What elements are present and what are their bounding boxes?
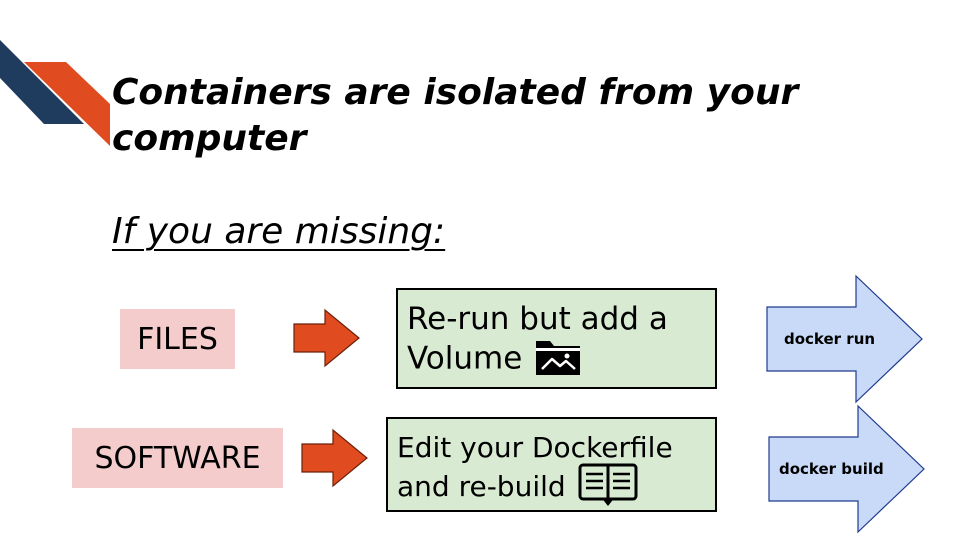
action-line: Volume bbox=[407, 340, 523, 377]
action-line: and re-build bbox=[397, 470, 566, 503]
right-arrow-icon bbox=[301, 428, 368, 488]
orange-stripe bbox=[24, 62, 110, 146]
docker-run-arrow-shape bbox=[766, 274, 923, 404]
action-line: Edit your Dockerfile bbox=[397, 431, 673, 464]
action-line-with-icon: and re-build bbox=[397, 463, 715, 510]
navy-stripe bbox=[0, 40, 84, 124]
docker-build-arrow-shape bbox=[768, 404, 925, 534]
docker-run-command: docker run bbox=[784, 330, 876, 348]
software-action-box: Edit your Dockerfile and re-build bbox=[386, 417, 717, 512]
docker-build-command: docker build bbox=[779, 460, 884, 478]
action-line: Re-run but add a bbox=[407, 301, 668, 337]
slide-title: Containers are isolated from your comput… bbox=[112, 72, 799, 159]
files-action-box: Re-run but add a Volume bbox=[396, 288, 717, 389]
corner-stripes-decoration bbox=[0, 40, 110, 146]
image-folder-icon bbox=[536, 341, 581, 375]
action-line-with-icon: Volume bbox=[407, 339, 715, 381]
software-label: SOFTWARE bbox=[72, 428, 283, 488]
open-book-icon bbox=[578, 463, 638, 506]
files-label: FILES bbox=[120, 309, 235, 369]
slide-subtitle: If you are missing: bbox=[112, 211, 446, 252]
right-arrow-icon bbox=[293, 308, 360, 368]
